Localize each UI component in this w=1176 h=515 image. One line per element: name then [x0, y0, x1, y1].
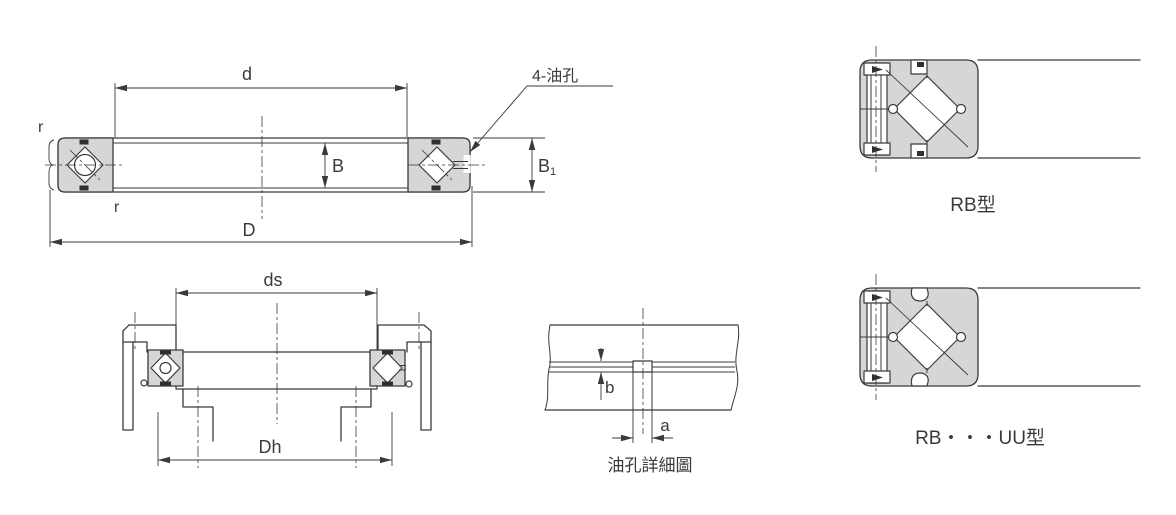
oil-hole-bore-lines [632, 372, 653, 412]
mount-oil-passage [399, 365, 406, 371]
rb-raceway-relief-right [955, 103, 967, 115]
dimension-b: b [597, 348, 614, 400]
detail-broken-edges [544, 324, 740, 411]
detail-band-edges [544, 324, 739, 411]
dimension-a: a [612, 416, 673, 442]
rbuu-face-lines [977, 287, 1141, 387]
dimension-d: d [114, 64, 408, 137]
dimension-Dh-label: Dh [258, 437, 281, 457]
oil-hole-bore-extensions [632, 412, 653, 443]
rbuu-raceway-relief-right [955, 331, 967, 343]
dimension-ds-label: ds [263, 270, 282, 290]
oil-hole-opening [463, 155, 471, 173]
radius-label-bottom: r [114, 199, 120, 216]
rbuu-bolt-shaft-lines [860, 303, 888, 371]
dimension-a-label: a [660, 416, 670, 435]
dimension-b-label: b [605, 378, 614, 397]
oil-hole-callout: 4-油孔 [469, 67, 613, 153]
radius-label-top: r [38, 119, 44, 136]
right-plug [405, 380, 413, 388]
oil-hole-callout-label: 4-油孔 [532, 67, 578, 85]
dimension-d-label: d [242, 64, 252, 84]
inner-ring-sleeve [175, 351, 378, 390]
oil-hole-passage [453, 161, 468, 169]
rb-raceway-relief-left [887, 103, 899, 115]
left-plug [140, 379, 148, 387]
oil-detail-caption: 油孔詳細圖 [608, 456, 693, 475]
dimension-ds: ds [175, 270, 378, 350]
rbuu-top-seal [910, 287, 929, 302]
main-cross-section-view: d D B B1 4-油孔 r r [38, 64, 613, 247]
rbuu-raceway-relief-left [887, 331, 899, 343]
rb-bolt-shaft-lines [860, 75, 888, 143]
mounting-section-view: ds Dh [122, 270, 432, 468]
rb-uu-type-view: RB・・・UU型 [859, 274, 1141, 449]
oil-groove-lines [549, 361, 735, 373]
dimension-B-label: B [332, 156, 344, 176]
bore-edge-lines [112, 138, 409, 192]
oil-hole-leader-line [469, 85, 613, 153]
rb-face-lines [977, 59, 1141, 159]
rbuu-roller-axis-line [885, 297, 969, 376]
dimension-ds-extension-lines [175, 288, 378, 350]
dimension-D: D [49, 186, 473, 247]
dimension-B: B [321, 143, 344, 188]
rb-roller-axis-line [885, 69, 969, 148]
dimension-D-label: D [243, 220, 256, 240]
rbuu-bottom-seal [910, 372, 929, 387]
rb-type-label: RB型 [950, 194, 995, 216]
oil-hole-counterbore [632, 360, 653, 373]
left-mount-roller-circle [159, 361, 172, 375]
dimension-B1-label: B1 [538, 156, 556, 178]
oil-hole-detail-view: b a 油孔詳細圖 [544, 308, 740, 475]
dimension-B1: B1 [473, 137, 556, 193]
dimension-d-extension-lines [114, 83, 408, 137]
rb-type-view: RB型 [859, 46, 1141, 216]
mount-center-lines [134, 303, 420, 468]
dimension-Dh: Dh [157, 412, 393, 466]
rb-top-retainer-mark [917, 62, 924, 67]
rb-uu-type-label: RB・・・UU型 [915, 427, 1045, 449]
dimension-D-extension-lines [49, 186, 473, 247]
rb-bottom-retainer-mark [917, 151, 924, 156]
